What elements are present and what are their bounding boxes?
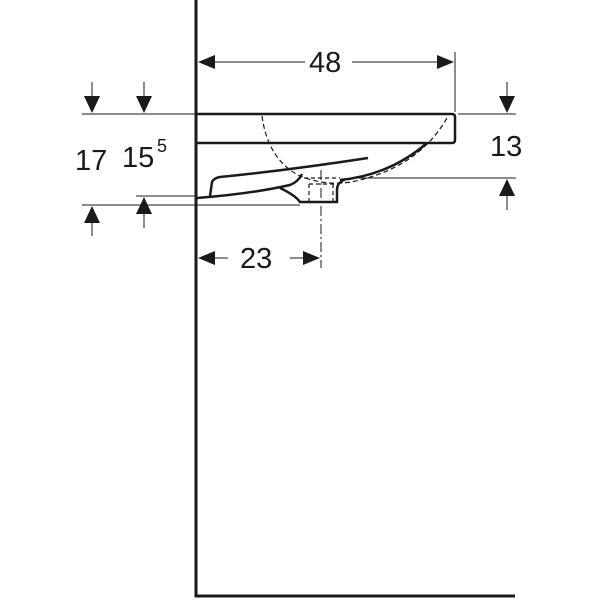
arrow-up-icon [84,206,100,223]
dimension-label-15: 15 [122,142,154,174]
arrow-down-icon [136,96,152,113]
arrow-left-icon [198,55,215,69]
dimension-13: 13 [350,82,522,210]
arrow-right-icon [437,55,454,69]
dimension-label-48: 48 [309,47,341,79]
arrow-down-icon [499,96,515,113]
dimension-15-5: 15 5 [122,82,167,228]
dimension-17: 17 [75,82,107,236]
arrow-up-icon [136,197,152,214]
arrow-right-icon [303,251,320,265]
dimension-48: 48 [198,47,456,112]
dimension-23: 23 [198,243,320,275]
dimension-label-23: 23 [240,243,272,275]
dimension-label-17: 17 [75,145,107,177]
arrow-left-icon [198,251,215,265]
arrow-up-icon [499,179,515,196]
dimension-superscript-5: 5 [157,136,167,156]
basin-outline [196,112,457,268]
arrow-down-icon [84,96,100,113]
dimension-label-13: 13 [490,131,522,163]
